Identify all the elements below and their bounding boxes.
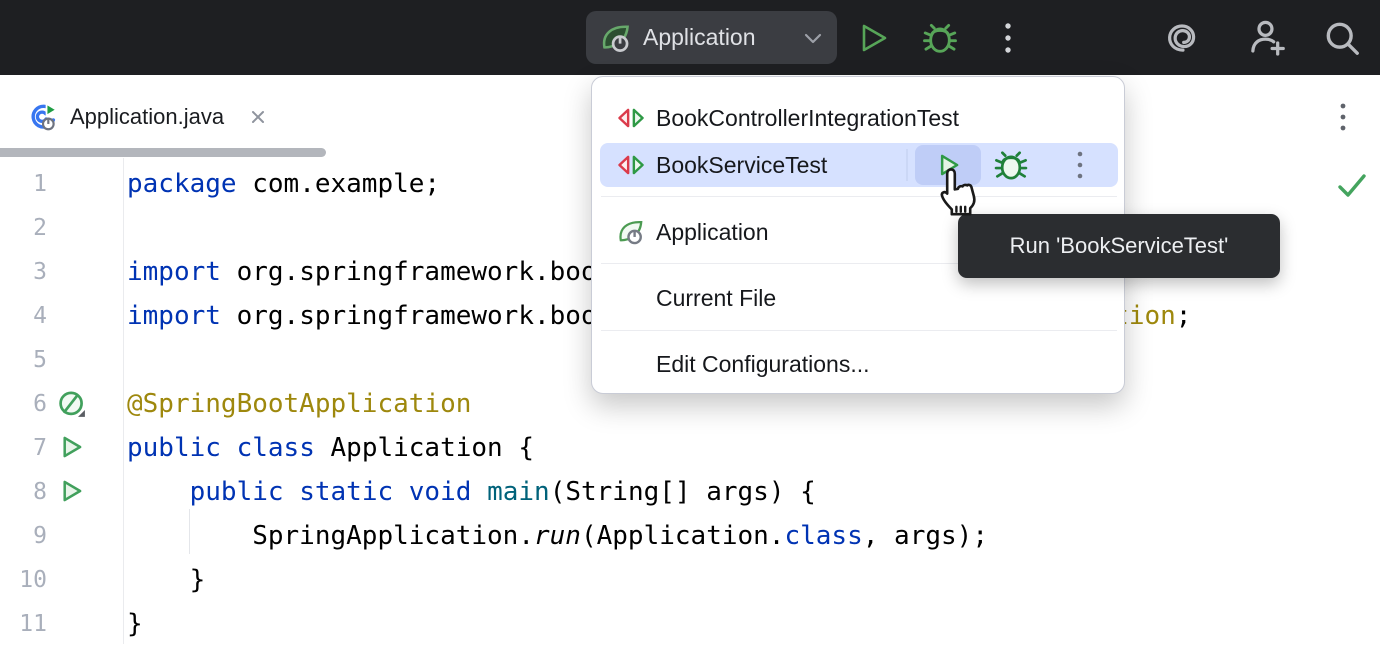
menu-item-label: BookServiceTest [656,152,828,178]
menu-item-bookcontrollerintegrationtest[interactable]: BookControllerIntegrationTest [592,96,1126,140]
code-token: } [127,609,143,639]
code-line: 9 SpringApplication.run(Application.clas… [0,514,1380,558]
line-number: 1 [33,171,47,197]
divider [906,149,908,181]
code-token: public [189,477,284,507]
line-number: 11 [19,611,47,637]
line-number: 3 [33,259,47,285]
run-icon[interactable] [57,433,87,463]
code-token: @SpringBootApplication [127,389,472,419]
code-token: main [487,477,550,507]
hand-cursor [931,165,983,224]
main-toolbar: Application [0,0,1380,75]
gutter-separator [123,158,124,644]
code-line: 5 [0,338,1380,382]
run-button[interactable] [852,0,896,75]
line-number: 6 [33,391,47,417]
more-icon[interactable] [1331,97,1355,137]
code-token: static [299,477,394,507]
tab-application-java[interactable]: Application.java [28,75,268,158]
run-tooltip: Run 'BookServiceTest' [958,214,1280,278]
menu-item-label: Edit Configurations... [656,351,870,377]
run-configuration-label: Application [643,24,756,50]
menu-separator [601,196,1117,197]
tooltip-text: Run 'BookServiceTest' [1009,233,1229,258]
menu-item-label: Current File [656,285,777,311]
menu-item-label: Application [656,219,769,245]
code-line: 10 } [0,558,1380,602]
line-number: 2 [33,215,47,241]
ai-assistant-icon[interactable] [1160,0,1204,75]
debug-button[interactable] [991,147,1031,183]
line-number: 9 [33,523,47,549]
menu-item-current-file[interactable]: Current File [592,276,1126,320]
debug-button[interactable] [918,0,962,75]
line-number: 5 [33,347,47,373]
menu-item-edit-configurations[interactable]: Edit Configurations... [592,342,1126,386]
spring-bean-icon[interactable] [57,389,87,419]
menu-separator [601,330,1117,331]
line-number: 4 [33,303,47,329]
tab-scrollbar[interactable] [0,148,326,157]
tab-title: Application.java [70,103,225,129]
spring-boot-run-icon [28,102,58,132]
line-number: 10 [19,567,47,593]
junit-test-icon [616,103,646,133]
indent-guide [189,509,190,554]
line-number: 8 [33,479,47,505]
code-token [221,433,237,463]
code-token: import [127,257,221,287]
chevron-down-icon [802,31,824,45]
code-token: Application { [314,433,535,463]
code-token: package [127,169,237,199]
code-token: (Application. [580,521,785,551]
code-token: SpringApplication. [127,521,534,551]
menu-item-bookservicetest[interactable]: BookServiceTest [600,143,1118,187]
more-icon[interactable] [990,0,1026,75]
code-token: class [784,521,863,551]
code-token [393,477,409,507]
spring-boot-icon [616,217,646,247]
run-icon[interactable] [57,477,87,507]
code-line: 11 } [0,602,1380,646]
code-token: com.example; [236,169,441,199]
code-line: 2 [0,206,1380,250]
code-token: ; [1175,301,1192,331]
code-line: 1 package com.example; [0,162,1380,206]
menu-item-application[interactable]: Application [592,210,1126,254]
code-token: (String[] args) { [549,477,816,507]
code-token: } [127,565,206,595]
code-token: public [127,433,221,463]
code-token: run [534,521,581,551]
code-line: 8 public static void main(String[] args)… [0,470,1380,514]
code-token [127,477,190,507]
menu-separator [601,263,1117,264]
code-token: , args); [862,521,988,551]
more-icon[interactable] [1065,147,1095,183]
search-icon[interactable] [1320,0,1364,75]
run-configuration-selector[interactable]: Application [586,11,837,64]
code-token: void [408,477,472,507]
menu-item-label: BookControllerIntegrationTest [656,105,959,131]
code-token: class [236,433,315,463]
code-line: 6 @SpringBootApplication [0,382,1380,426]
junit-test-icon [616,150,646,180]
line-number: 7 [33,435,47,461]
code-with-me-icon[interactable] [1242,0,1292,75]
ok-checkmark-icon[interactable] [1337,173,1367,204]
code-token [284,477,300,507]
spring-boot-icon [599,21,633,55]
close-icon[interactable] [248,107,268,127]
code-line: 7 public class Application { [0,426,1380,470]
code-token [471,477,487,507]
code-token: import [127,301,221,331]
